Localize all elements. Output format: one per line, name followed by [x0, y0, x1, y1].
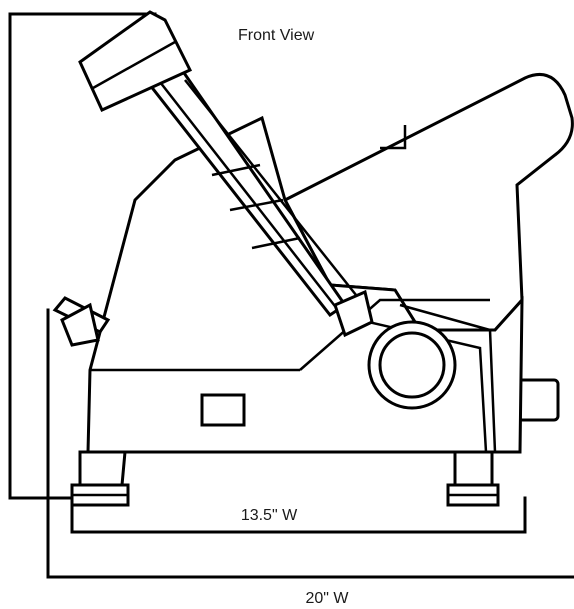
inner-width-label: 13.5" W	[241, 507, 298, 524]
height-dimension-bracket	[8, 12, 157, 500]
outer-width-dimension-line	[46, 308, 574, 579]
side-panel-outline	[399, 303, 497, 453]
rear-housing-detail	[380, 125, 407, 150]
left-bolt	[60, 302, 100, 347]
carriage-arm-crossbars	[211, 163, 301, 250]
inner-width-dimension-line	[70, 496, 527, 534]
carriage-arm-inner-1	[159, 81, 339, 311]
pusher-handle-line	[92, 40, 176, 90]
carriage-arm-inner-2	[184, 79, 361, 301]
motor-knob	[516, 378, 560, 422]
right-foot-upper	[453, 450, 494, 487]
thickness-knob-inner	[378, 331, 446, 399]
view-title: Front View	[238, 27, 315, 44]
carriage-slope-line	[299, 298, 490, 371]
switch-plate	[200, 393, 246, 427]
pusher-handle	[78, 10, 193, 112]
left-foot-upper	[78, 450, 127, 487]
carriage-bolt	[333, 289, 374, 338]
outer-width-label: 20" W	[305, 590, 349, 607]
